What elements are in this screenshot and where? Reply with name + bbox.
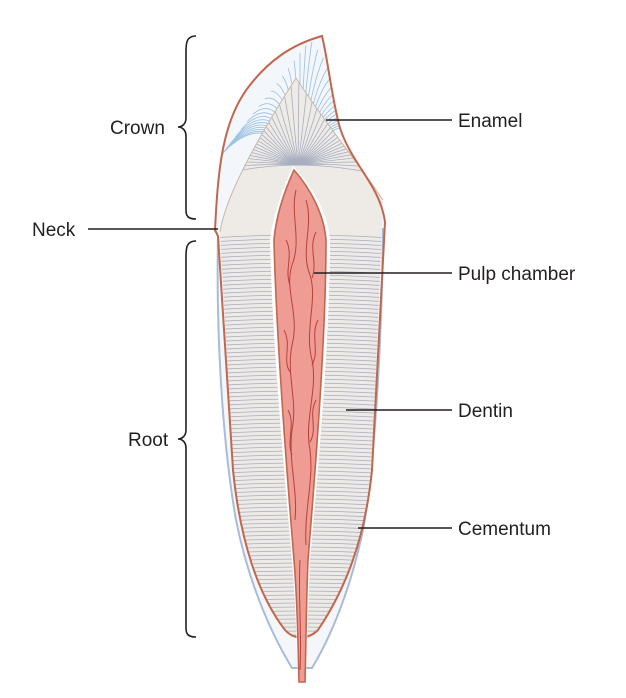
cementum-label: Cementum (458, 519, 551, 540)
crown-bracket (177, 35, 197, 220)
pulp-chamber-label: Pulp chamber (458, 264, 576, 285)
root-bracket (177, 240, 197, 638)
root-label: Root (128, 430, 169, 451)
neck-label: Neck (32, 220, 76, 241)
pulp-chamber (270, 166, 330, 683)
dentin-label: Dentin (458, 401, 513, 422)
tooth-outline (213, 34, 387, 639)
crown-label: Crown (110, 118, 165, 139)
enamel-label: Enamel (458, 111, 522, 132)
